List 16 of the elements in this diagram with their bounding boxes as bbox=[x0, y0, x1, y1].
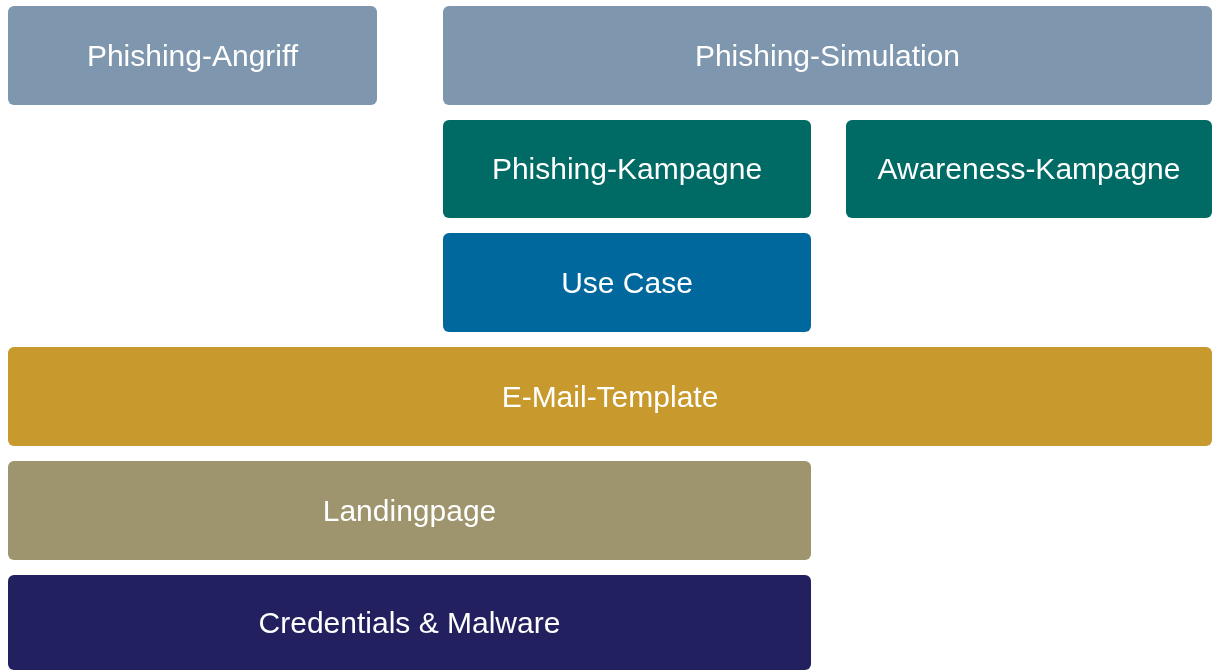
category-box bbox=[443, 6, 1212, 105]
category-box bbox=[443, 120, 811, 218]
category-box bbox=[846, 120, 1212, 218]
box-label: E-Mail-Template bbox=[501, 379, 719, 414]
category-box bbox=[8, 6, 377, 105]
category-box bbox=[443, 233, 811, 332]
box-label: Credentials & Malware bbox=[258, 605, 561, 640]
box-label: Phishing-Angriff bbox=[86, 38, 299, 73]
category-box bbox=[8, 461, 811, 560]
box-label: Phishing-Kampagne bbox=[491, 152, 763, 186]
box-label: Awareness-Kampagne bbox=[877, 152, 1181, 186]
category-box bbox=[8, 575, 811, 670]
box-label: Phishing-Simulation bbox=[694, 38, 961, 73]
box-label: Landingpage bbox=[322, 493, 497, 528]
box-label: Use Case bbox=[561, 265, 693, 300]
category-box bbox=[8, 347, 1212, 446]
